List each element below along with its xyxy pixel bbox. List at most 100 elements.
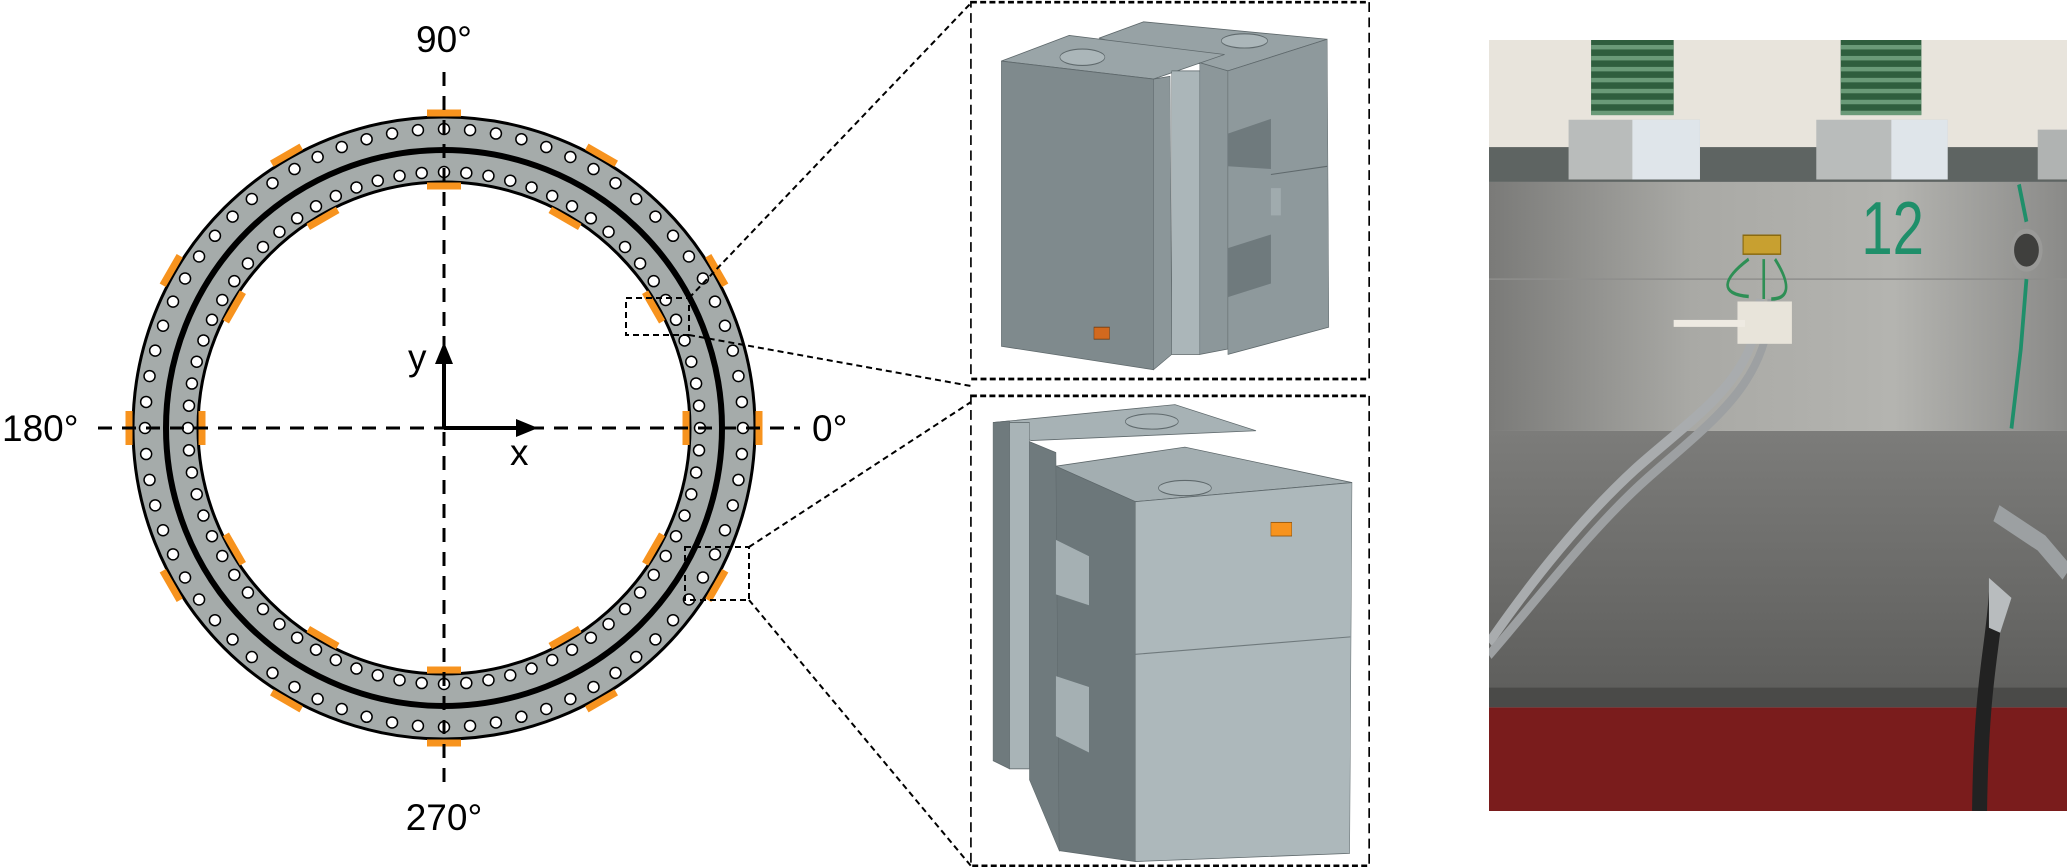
- inner-strain-gauge-mark: [222, 290, 246, 324]
- bolt-hole: [393, 169, 406, 183]
- bolt-hole: [208, 613, 222, 627]
- bolt-hole: [415, 676, 428, 690]
- bolt-hole: [371, 669, 384, 682]
- bolt-hole: [666, 613, 680, 627]
- strain-gauge-marker: [1093, 326, 1110, 340]
- angle-label-180: 180°: [2, 408, 79, 449]
- cable-tie: [1673, 319, 1745, 327]
- connector-line: [748, 401, 972, 548]
- bolt-hole: [178, 571, 192, 584]
- bolt-hole: [256, 602, 270, 616]
- segment-3d-top: [1001, 21, 1330, 371]
- segment-3d-bottom: [992, 404, 1353, 862]
- thread-ridge: [1840, 110, 1922, 116]
- bolt-hole: [360, 132, 373, 146]
- bolt-hole: [290, 212, 304, 225]
- bolt-hole: [732, 473, 745, 487]
- bolt-hole: [685, 488, 698, 501]
- bolt-hole: [226, 210, 239, 223]
- strain-gauge: [1742, 234, 1782, 255]
- outer-strain-gauge-mark: [270, 143, 303, 167]
- outer-strain-gauge-mark: [705, 569, 729, 602]
- thread-ridge: [1591, 44, 1674, 50]
- bolt-hole: [228, 568, 241, 582]
- bolt-hole: [678, 334, 691, 347]
- bolt-hole: [241, 586, 255, 599]
- bolt-hole: [602, 617, 615, 631]
- bolt-hole: [329, 189, 343, 203]
- bolt-hole: [633, 257, 647, 270]
- bolt-hole: [515, 710, 528, 724]
- bolt-hole: [587, 162, 600, 176]
- sensor-cable: [1489, 298, 1765, 647]
- bolt-hole: [669, 313, 683, 327]
- test-setup-photo: 12: [1489, 40, 2067, 811]
- thread-ridge: [1840, 66, 1922, 72]
- hex-nut: [1568, 119, 2067, 180]
- bolt-hole: [190, 488, 203, 501]
- bolt-hole: [689, 466, 703, 479]
- bolt-hole: [685, 355, 698, 368]
- bolt-hole: [1158, 479, 1212, 497]
- bolt-hole: [525, 181, 538, 194]
- bolt-hole: [545, 653, 559, 667]
- bolt-hole: [182, 444, 196, 457]
- marker-line: [2009, 183, 2029, 429]
- lower-steel-plate: [1489, 430, 2067, 688]
- connector-line: [748, 599, 972, 867]
- bolt-hole: [678, 509, 691, 522]
- x-arrowhead-icon: [516, 419, 538, 437]
- bolt-hole: [288, 162, 301, 176]
- bolt-hole: [629, 650, 643, 664]
- bolt-hole: [241, 257, 255, 270]
- bolt-hole: [266, 666, 279, 680]
- bolt-hole: [156, 319, 170, 332]
- bolt-hole: [228, 274, 241, 288]
- bolt-hole: [335, 702, 348, 716]
- bolt-hole: [669, 529, 683, 543]
- bolt-hole: [1125, 413, 1179, 430]
- bolt-hole: [726, 499, 740, 512]
- bolt-hole: [618, 602, 632, 616]
- bolt-hole: [460, 676, 473, 690]
- bolt-hole: [273, 617, 286, 631]
- bolt-hole: [216, 549, 229, 563]
- bolt-hole: [726, 344, 740, 357]
- detail-views: [970, 0, 1370, 867]
- outer-strain-gauge-mark: [585, 143, 618, 167]
- bolt-hole: [185, 466, 199, 479]
- bolt-hole: [659, 293, 672, 307]
- bolt-hole: [290, 631, 304, 644]
- detail-frame-bottom: [970, 394, 1370, 867]
- detail-frame-top: [970, 0, 1370, 381]
- thread-ridge: [1840, 77, 1922, 83]
- bolt-hole: [143, 369, 156, 383]
- bolt-hole: [696, 571, 710, 584]
- inner-strain-gauge-mark: [222, 532, 246, 566]
- plate-marking: 12: [1861, 188, 1924, 272]
- bolt-hole: [371, 174, 384, 187]
- bolt-hole: [190, 355, 203, 368]
- bolt-hole: [565, 200, 579, 213]
- bolt-hole: [735, 395, 749, 409]
- bolt-hole: [205, 529, 219, 543]
- bolt-hole: [411, 123, 425, 137]
- outer-strain-gauge-mark: [705, 254, 729, 287]
- outer-strain-gauge-mark: [159, 569, 183, 602]
- bolt-hole: [309, 200, 323, 213]
- bolt-hole: [602, 225, 615, 239]
- bolt-hole: [192, 250, 206, 263]
- angle-label-270: 270°: [406, 797, 483, 838]
- bolt-hole: [1220, 33, 1268, 49]
- outer-strain-gauge-mark: [585, 689, 618, 713]
- bolt-hole: [682, 250, 696, 263]
- bolt-hole: [482, 673, 495, 687]
- bolt-hole: [732, 369, 745, 383]
- threaded-rod: [1591, 40, 1922, 116]
- bolt-hole: [564, 692, 577, 706]
- bolt-hole: [216, 293, 229, 307]
- bolt-hole: [649, 633, 662, 646]
- bolt-hole: [587, 680, 600, 694]
- bolt-hole: [564, 150, 577, 164]
